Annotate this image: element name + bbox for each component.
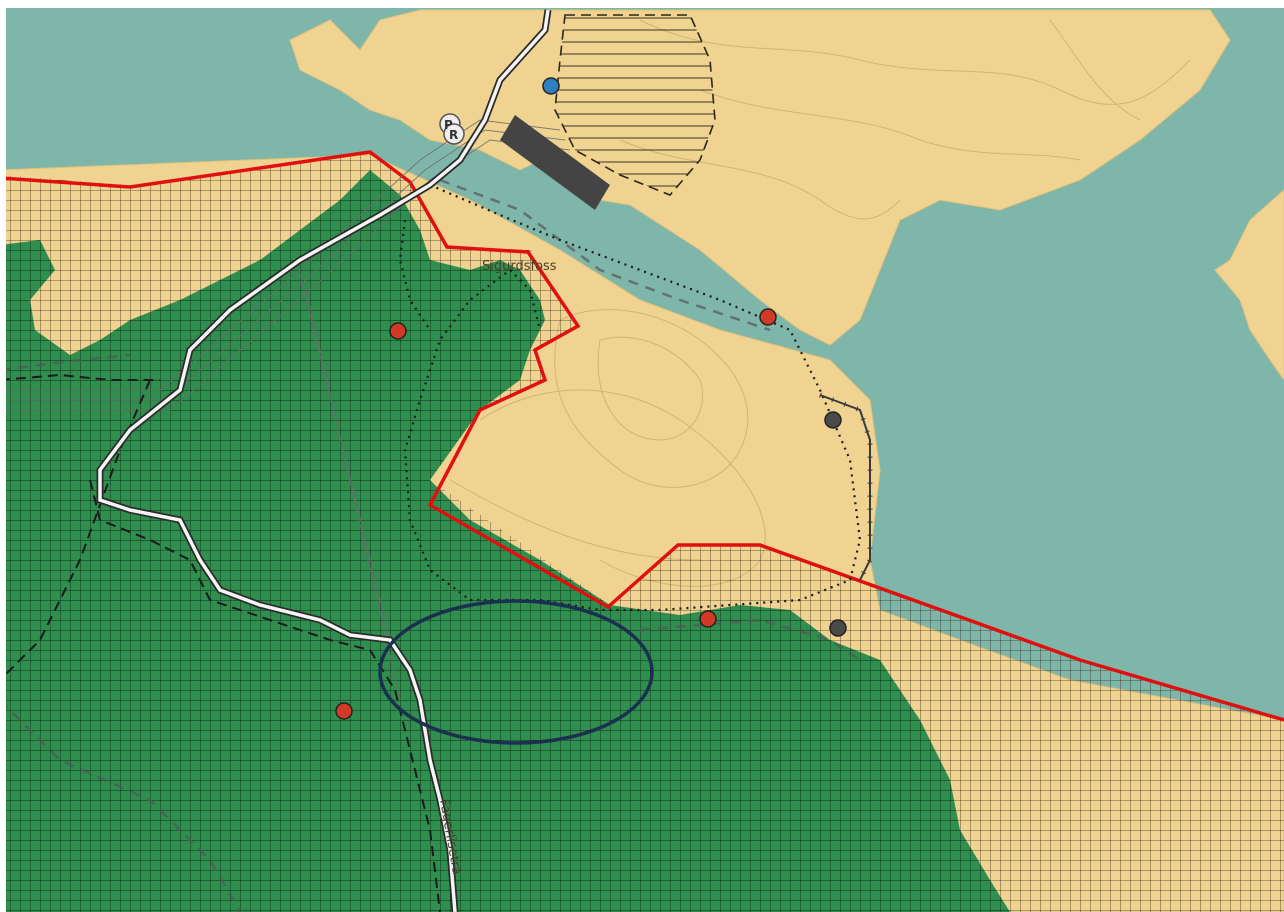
parking-label-p: P — [444, 118, 453, 132]
highlight-ellipse — [378, 599, 654, 745]
hatched-zone — [554, 14, 716, 196]
parking-icon[interactable] — [439, 113, 465, 145]
trail-dotted — [398, 183, 862, 612]
poi-marker-red[interactable] — [335, 702, 353, 720]
poi-marker-blue[interactable] — [542, 77, 560, 95]
shoreline-path — [819, 392, 873, 582]
zone-border — [6, 150, 1284, 722]
poi-marker-dark[interactable] — [824, 411, 842, 429]
road[interactable] — [96, 9, 552, 912]
building — [500, 115, 610, 210]
trails-dashed-grey — [6, 178, 861, 912]
poi-marker-red[interactable] — [759, 308, 777, 326]
poi-marker-dark[interactable] — [829, 619, 847, 637]
parking-label-r: R — [449, 128, 458, 142]
place-label: Sigurdsfoss — [482, 259, 557, 274]
island — [1214, 189, 1284, 381]
poi-marker-red[interactable] — [389, 322, 407, 340]
poi-marker-red[interactable] — [699, 610, 717, 628]
